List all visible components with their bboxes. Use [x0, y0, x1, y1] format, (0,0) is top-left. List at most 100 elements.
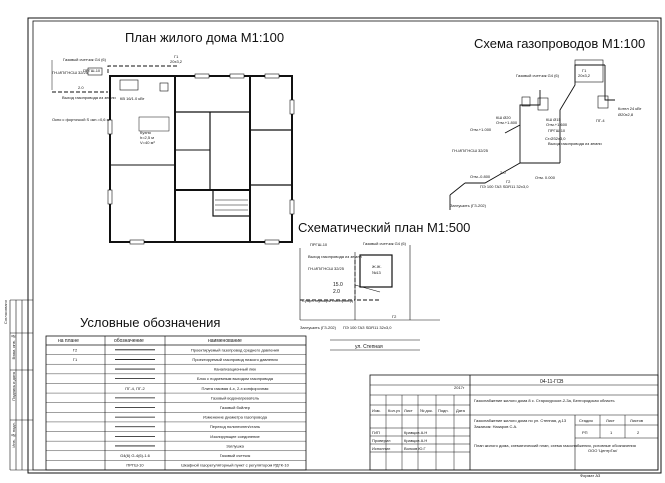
- stamp-object: Газоснабжение жилого дома по ул. Степная…: [474, 418, 567, 423]
- sidebar-label-approved: Согласовано: [3, 300, 8, 325]
- scheme-level-n: Отм.-0.800: [470, 174, 491, 179]
- stamp-project: Газоснабжение жилого дома 8 с. Старокурс…: [474, 398, 615, 403]
- legend: Условные обозначения на плане обозначени…: [45, 315, 307, 471]
- scheme-g1-size: 20х3,2: [578, 73, 591, 78]
- stamp-name-2: Волков Ю.Г: [404, 446, 427, 451]
- scheme-prg: ПРГШ-10: [548, 128, 566, 133]
- stamp-col-0: Изм.: [372, 408, 381, 413]
- stamp-col-1: Кол.уч: [388, 408, 400, 413]
- scheme-st: Ст.Ø32х3,0: [545, 136, 566, 141]
- legend-name: Переход полиэтилен/сталь: [210, 424, 260, 429]
- legend-name: Заглушка: [226, 443, 244, 448]
- scheme-level-gas: Отм.+1.600: [546, 122, 568, 127]
- legend-name: Плита газовая 4-х, 2-х конфорочная: [202, 386, 269, 391]
- scheme-end: Заглушить (ГЗ-202): [450, 203, 487, 208]
- plan-title: План жилого дома М1:100: [125, 30, 284, 45]
- plan-g1-size: 20х3,2: [170, 59, 183, 64]
- plan-prg: ПРГШ-10: [83, 68, 101, 73]
- plan-exit: Выход газопровода из земли: [62, 95, 116, 100]
- stamp-year: 2017г: [454, 385, 465, 390]
- site-plan: Схематический план М1:500 Ж.Ж. №13 Газов…: [298, 220, 470, 351]
- stamp-col-3: № док.: [420, 408, 433, 413]
- stamp-customer: Заказчик: Назаров С.А.: [474, 424, 517, 429]
- scheme-boiler-level: Ø20х2,8: [618, 112, 634, 117]
- stamp-sheet-label: Лист: [606, 418, 615, 423]
- site-house-no: №13: [372, 270, 382, 275]
- plan-g1: Г1: [174, 54, 179, 59]
- plan-gas-inlet: ГН-ИП/ГНСШ 32/25: [52, 70, 89, 75]
- stamp-name-1: Кравцов А.Н: [404, 438, 427, 443]
- site-pipe-note: ПЭ 100 ГАЗ SDR11 32х3,0: [343, 325, 392, 330]
- legend-header-0: на плане: [58, 338, 79, 344]
- boiler-label: КВ 16/1.0 кВт: [120, 96, 145, 101]
- scheme-level-up: Отм.+1.800: [496, 120, 518, 125]
- site-exit: Выход газопровода из земли: [308, 254, 362, 259]
- title-block: [369, 374, 659, 471]
- scheme-kshp: КШ Ø20: [496, 115, 511, 120]
- stamp-name-0: Кравцов А.Н: [404, 430, 427, 435]
- stamp-sheets-label: Листов: [630, 418, 643, 423]
- legend-name: Блок с подземным выходом газопровода: [197, 376, 274, 381]
- scheme-pipe: ПЭ 100 ГАЗ SDR11 32х3,0: [480, 184, 529, 189]
- legend-name: Газовый водонагреватель: [211, 395, 259, 400]
- stamp-role-1: Проверил: [372, 438, 391, 443]
- stamp-firm: ООО 'ЦентрГаз': [588, 448, 618, 453]
- stamp-role-2: Исполнил: [372, 446, 391, 451]
- scheme-ksh15: КШ Ø15: [546, 117, 561, 122]
- site-d2: 2.0: [333, 289, 340, 295]
- site-gnsh: ГН-ИП/ГНСШ 32/25: [308, 266, 345, 271]
- legend-name: Газовый счетчик: [220, 453, 251, 458]
- site-house: Ж.Ж.: [372, 264, 382, 269]
- site-prg: ПРГШ-10: [310, 242, 328, 247]
- room-label: Кухня: [140, 130, 151, 135]
- site-title: Схематический план М1:500: [298, 220, 470, 235]
- site-existing: Существующий газопровод: [302, 298, 353, 303]
- scheme-meter: Газовый счетчик G4 (6): [516, 73, 560, 78]
- stamp-desc: План жилого дома, схематический план, сх…: [474, 443, 636, 448]
- legend-name: Проектируемый газопровод среднего давлен…: [191, 347, 279, 352]
- legend-symbol: ПГ-4, ПГ-2: [125, 386, 145, 391]
- stamp-format: Формат А3: [580, 473, 601, 478]
- legend-name: Изолирующее соединение: [210, 434, 260, 439]
- house-plan: План жилого дома М1:100: [51, 30, 295, 245]
- scheme-boiler: Котел 24 кВт: [618, 106, 642, 111]
- plan-dim: 2.0: [78, 85, 84, 90]
- plan-meter: Газовый счетчик G4 (6): [63, 57, 107, 62]
- site-meter: Газовый счетчик G4 (6): [363, 241, 407, 246]
- legend-header-1: обозначение: [114, 338, 144, 344]
- legend-symbol: G4(6) G-4(6)-1.6: [120, 453, 151, 458]
- legend-name: Изменение диаметра газопровода: [203, 415, 268, 420]
- stamp-col-5: Дата: [456, 408, 466, 413]
- stamp-col-2: Лист: [404, 408, 413, 413]
- scheme-g1: Г1: [582, 68, 587, 73]
- scheme-exit: Выход газопровода из земли: [548, 141, 602, 146]
- stamp-code: 04-11-ГСВ: [540, 379, 564, 385]
- sidebar-label-inventory: Инв. № подл.: [11, 422, 16, 448]
- stamp-stage-label: Стадия: [579, 418, 593, 423]
- title-block-text: 04-11-ГСВ 2017г Газоснабжение жилого дом…: [372, 379, 643, 478]
- stamp-col-4: Подп.: [438, 408, 449, 413]
- scheme-g2: Г2: [506, 179, 511, 184]
- legend-code: Г2: [73, 347, 78, 352]
- sidebar-columns: [9, 299, 33, 471]
- legend-rows: Г2 Проектируемый газопровод среднего давл…: [46, 347, 306, 468]
- site-d15: 15.0: [333, 282, 343, 288]
- stamp-sheets: 2: [637, 430, 640, 435]
- outer-frame: [27, 17, 662, 474]
- legend-name: Канализационный люк: [214, 367, 256, 372]
- scheme-level-0: Отм. 0.000: [535, 175, 556, 180]
- room-volume: V=40 м³: [140, 140, 155, 145]
- site-pipe-label: Г2: [392, 314, 397, 319]
- room-height: h=2,5 м: [140, 135, 154, 140]
- legend-symbol: ПРГШ-10: [126, 463, 144, 468]
- legend-name: Проектируемый газопровод низкого давлени…: [192, 357, 277, 362]
- scheme-title: Схема газопроводов М1:100: [474, 36, 645, 51]
- stamp-stage: РП: [582, 430, 588, 435]
- gas-scheme: Схема газопроводов М1:100 Г1 20х3,2 Газо…: [449, 36, 645, 210]
- sidebar-label-replace: Взам. инв. №: [11, 334, 16, 360]
- stamp-role-0: ГИП: [372, 430, 380, 435]
- inner-frame: [32, 20, 659, 471]
- stamp-sheet: 1: [610, 430, 613, 435]
